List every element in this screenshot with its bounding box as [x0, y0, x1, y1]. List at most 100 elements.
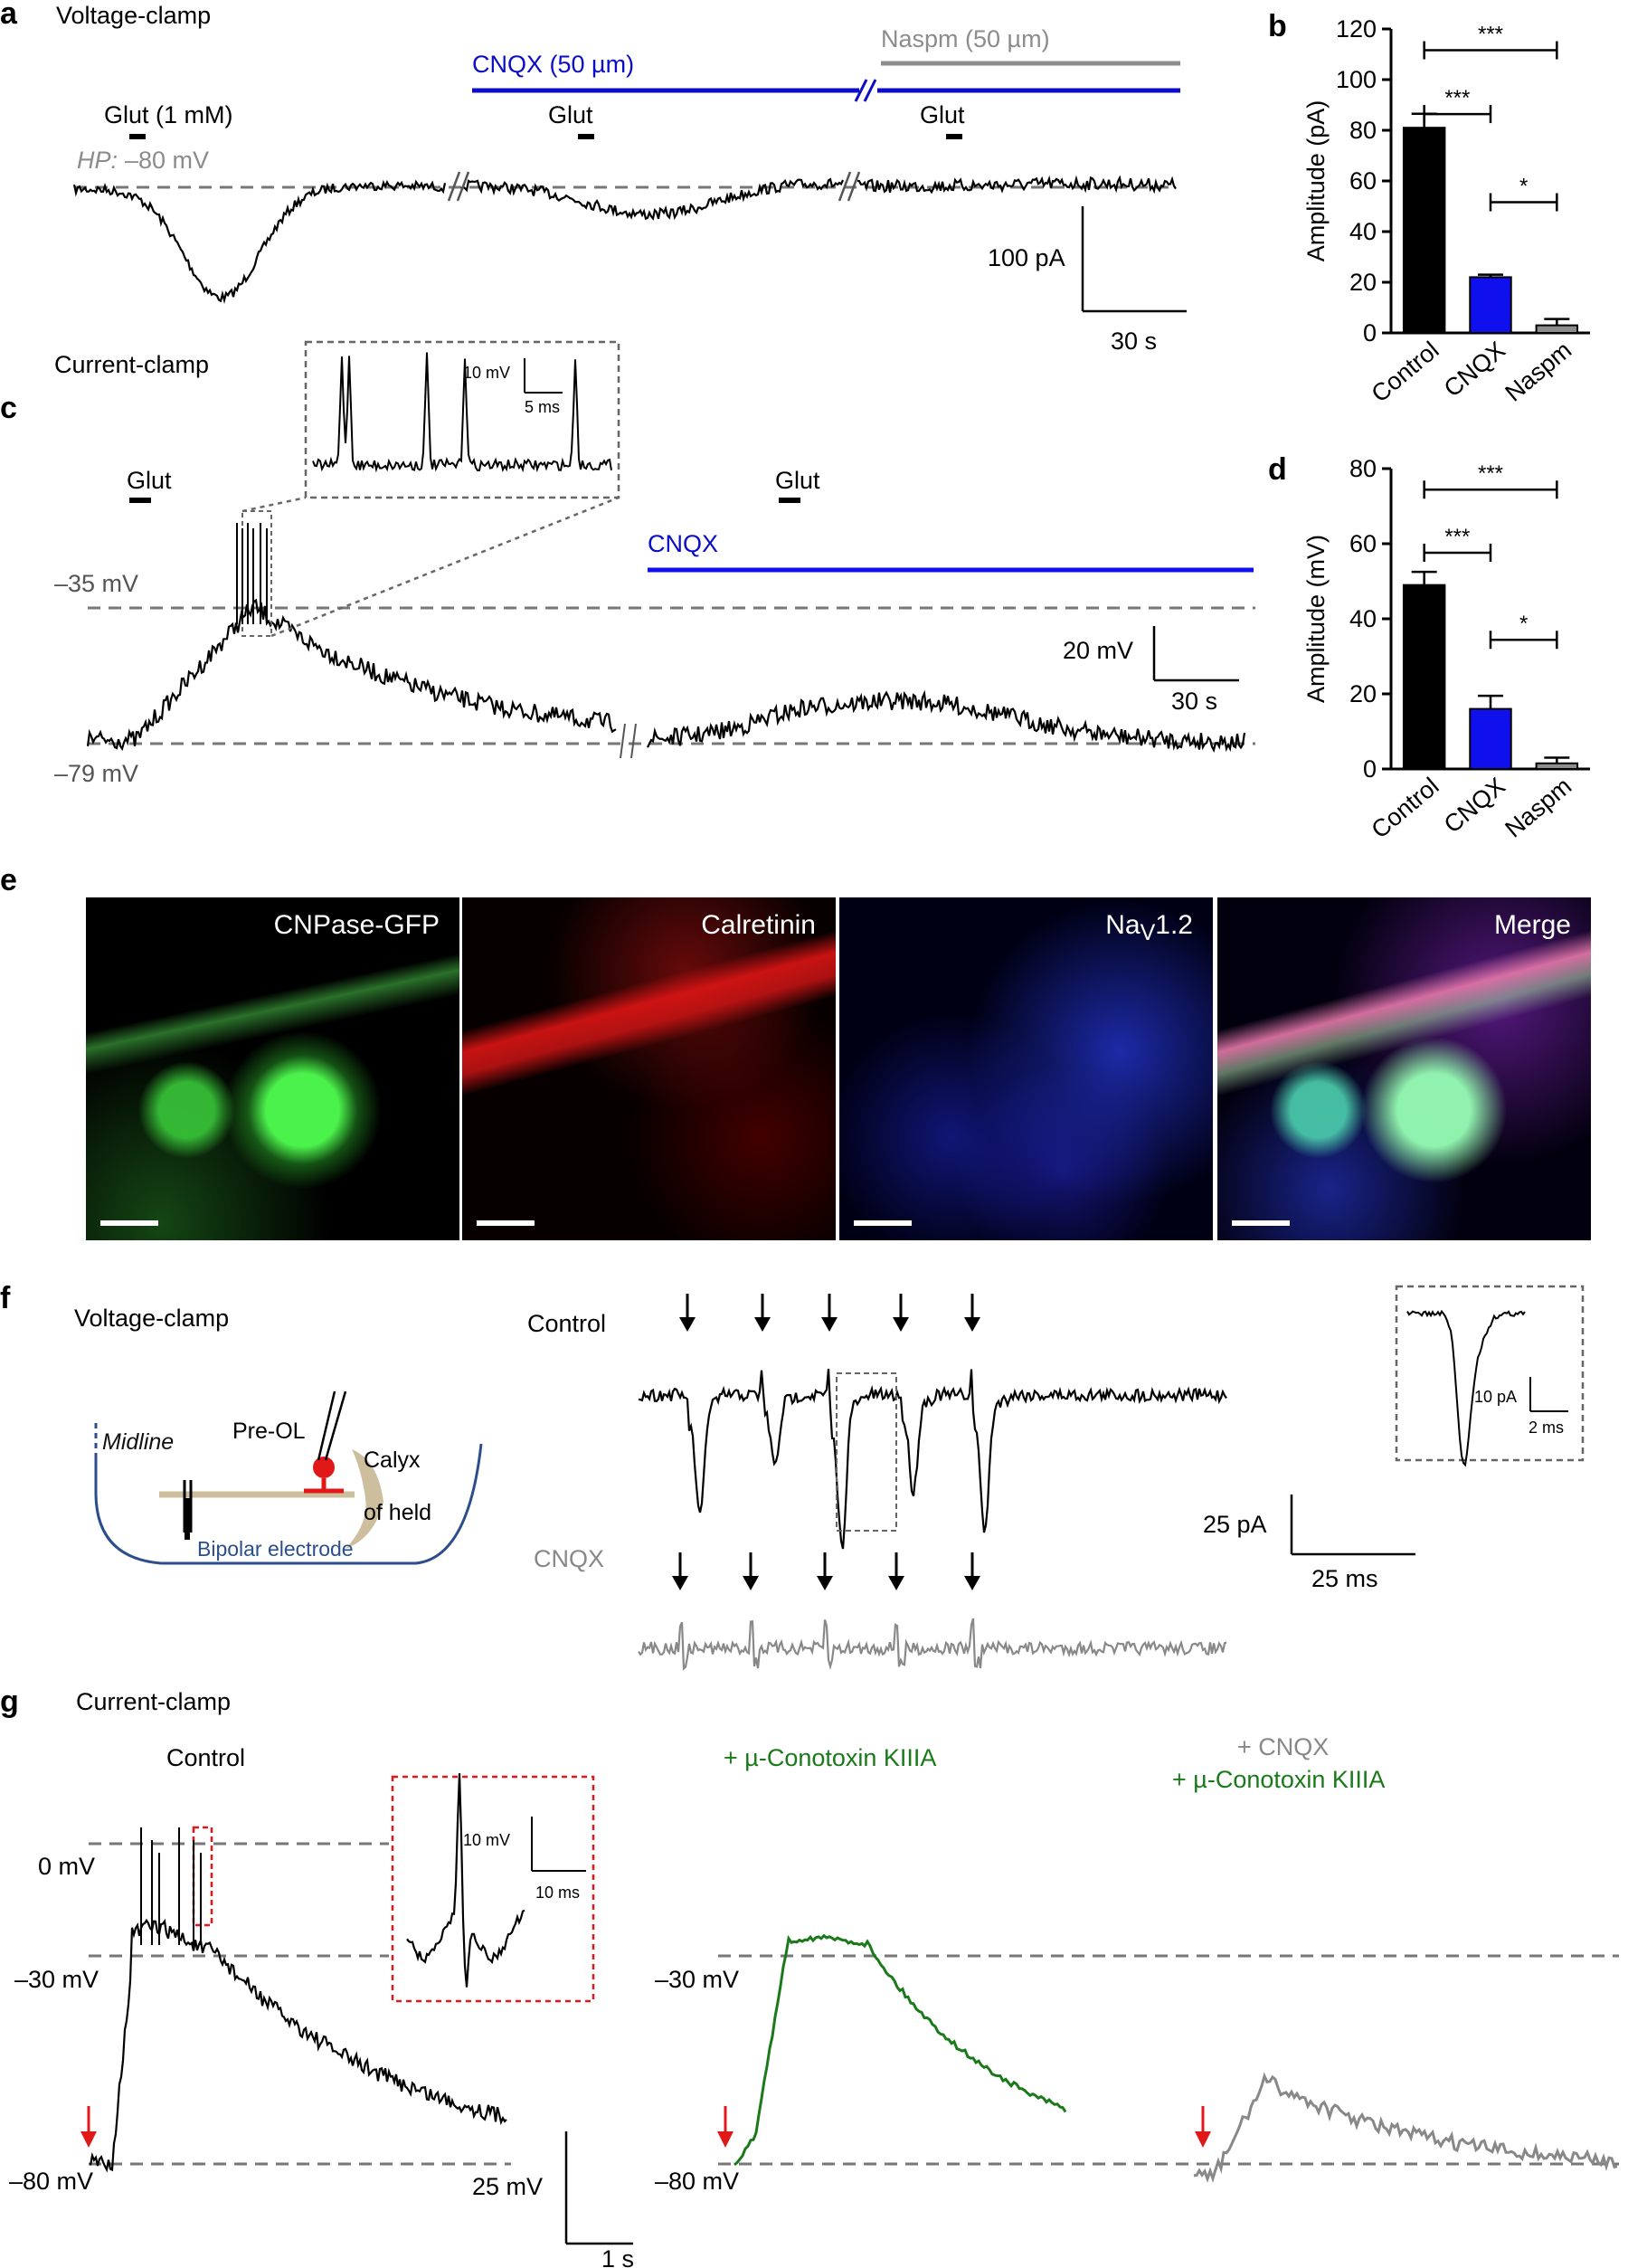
- panel-a-break-mark-2: [863, 79, 877, 102]
- micrograph-merge: Merge: [1217, 897, 1591, 1240]
- panel-f-cnqx-trace: [638, 1618, 1227, 1671]
- panel-f-inset-scale-x-label: 2 ms: [1529, 1419, 1564, 1437]
- panel-c-glut2-label: Glut: [775, 467, 820, 494]
- arrow-cnqx-head-5: [964, 1576, 980, 1590]
- panel-label-c: c: [0, 391, 17, 425]
- panel-g-control-label: Control: [166, 1744, 245, 1771]
- panel-c-inset-scale-y-label: 10 mV: [463, 364, 510, 382]
- x-tick-label-naspm: Naspm: [1500, 337, 1576, 407]
- panel-c-glut2-marker: [779, 498, 800, 503]
- panel-g-v0: 0 mV: [38, 1853, 95, 1880]
- panel-a-glut1-marker: [129, 134, 146, 139]
- red-arrow-head-1: [80, 2131, 97, 2148]
- arrow-control-head-5: [964, 1317, 980, 1332]
- panel-g-title: Current-clamp: [76, 1688, 231, 1715]
- panel-label-d: d: [1268, 452, 1287, 487]
- panel-g-stimulus-arrows: [80, 2106, 1211, 2148]
- panel-g-cnqx-line1: + CNQX: [1237, 1733, 1329, 1760]
- panel-f-cnqx-label: CNQX: [534, 1545, 604, 1572]
- panel-g-v80: –80 mV: [9, 2168, 93, 2195]
- x-tick-label-control: Control: [1367, 773, 1444, 844]
- arrow-cnqx-head-1: [672, 1576, 688, 1590]
- panel-a-glut2-marker: [578, 134, 594, 139]
- bar-naspm: [1535, 762, 1579, 771]
- y-tick-label-20: 20: [1349, 680, 1377, 707]
- panel-c-inset-scale-x-label: 5 ms: [525, 398, 560, 416]
- panel-f-zoom-box: [836, 1372, 897, 1532]
- panel-a-current-trace: [72, 175, 1177, 304]
- y-tick-label-120: 120: [1336, 15, 1377, 43]
- y-tick-label-60: 60: [1349, 530, 1377, 557]
- arrow-cnqx-head-4: [888, 1576, 904, 1590]
- y-tick-label-80: 80: [1349, 117, 1377, 144]
- arrow-cnqx-head-2: [743, 1576, 759, 1590]
- micrograph-cnpase-gfp: CNPase-GFP: [86, 897, 459, 1240]
- panel-g-v80b: –80 mV: [655, 2168, 739, 2195]
- panel-a-scale-x-label: 30 s: [1111, 327, 1157, 355]
- panel-c-zoom-guide: [241, 496, 307, 513]
- bar-control: [1402, 584, 1446, 771]
- pre-ol-label: Pre-OL: [232, 1419, 306, 1444]
- panel-a-break-mark: [854, 79, 868, 102]
- panel-g-inset-trace: [406, 1773, 525, 1988]
- micrograph-nav12: NaV1.2: [839, 897, 1213, 1240]
- panel-c-v-low: –79 mV: [54, 760, 138, 787]
- panel-c-inset-box: [304, 340, 620, 499]
- panel-a-glut1-label: Glut (1 mM): [104, 101, 233, 128]
- sig-label-3: *: [1519, 175, 1528, 199]
- sig-label-3: *: [1519, 612, 1528, 636]
- recording-pipette: [317, 1390, 336, 1461]
- panel-c-v-high: –35 mV: [54, 570, 138, 597]
- panel-g-kiiia-trace: [734, 1933, 1067, 2167]
- panel-f-inset-box: [1395, 1285, 1585, 1462]
- panel-g-control-trace: [89, 1918, 507, 2173]
- panel-a-trace-break-2: [838, 171, 861, 202]
- bar-control: [1402, 127, 1446, 334]
- panel-a-scale-y-label: 100 pA: [988, 244, 1065, 271]
- recording-pipette-2: [324, 1390, 347, 1461]
- panel-a-hp-value: –80 mV: [125, 147, 209, 174]
- x-tick-label-cnqx: CNQX: [1439, 773, 1510, 839]
- panel-c-cnqx-label: CNQX: [648, 530, 718, 557]
- red-arrow-head-2: [717, 2131, 734, 2148]
- arrow-cnqx-head-3: [817, 1576, 833, 1590]
- panel-g-cnqx-kiiia-trace: [1193, 2072, 1618, 2184]
- panel-g-inset-box: [391, 1775, 595, 2003]
- panel-c-title: Current-clamp: [54, 351, 209, 378]
- y-tick-label-40: 40: [1349, 218, 1377, 245]
- bar-cnqx: [1469, 707, 1512, 770]
- calyx-of-held-label: of held: [364, 1500, 431, 1525]
- panel-f-scale-x-label: 25 ms: [1311, 1565, 1378, 1592]
- y-tick-label-0: 0: [1363, 755, 1377, 783]
- micrograph-label-nav: NaV1.2: [1105, 910, 1193, 945]
- panel-f-scale-y-label: 25 pA: [1203, 1511, 1267, 1538]
- panel-a-naspm-label: Naspm (50 µm): [881, 25, 1050, 52]
- panel-label-e: e: [0, 863, 17, 897]
- panel-g-v30: –30 mV: [14, 1966, 99, 1993]
- panel-c-scale-x-label: 30 s: [1171, 688, 1217, 715]
- panel-g-scale-y-label: 25 mV: [472, 2173, 543, 2200]
- calyx-label: Calyx: [364, 1447, 421, 1473]
- y-tick-label-40: 40: [1349, 605, 1377, 632]
- panel-g-inset-scale-y-label: 10 mV: [463, 1831, 510, 1849]
- sig-label-1: ***: [1444, 86, 1470, 110]
- panel-c-glut1-label: Glut: [127, 467, 172, 494]
- panel-g-scale-x-label: 1 s: [601, 2245, 634, 2268]
- panel-f-inset-scale-y-label: 10 pA: [1474, 1388, 1517, 1406]
- micrograph-label-merge: Merge: [1493, 910, 1571, 940]
- sig-label-2: ***: [1478, 461, 1503, 486]
- sig-label-2: ***: [1478, 23, 1503, 47]
- scale-bar-e2: [477, 1220, 535, 1226]
- panel-label-b: b: [1268, 9, 1287, 43]
- panel-c-zoom-guide-2: [270, 496, 620, 638]
- panel-label-a: a: [0, 0, 18, 31]
- x-tick-label-control: Control: [1367, 337, 1444, 408]
- micrograph-label-calretinin: Calretinin: [701, 910, 816, 940]
- micrograph-label-cnpase: CNPase-GFP: [273, 910, 440, 940]
- panel-c-glut1-marker: [129, 498, 151, 503]
- y-tick-label-60: 60: [1349, 167, 1377, 195]
- bipolar-electrode-label: Bipolar electrode: [197, 1537, 354, 1561]
- arrow-control-head-1: [679, 1317, 696, 1332]
